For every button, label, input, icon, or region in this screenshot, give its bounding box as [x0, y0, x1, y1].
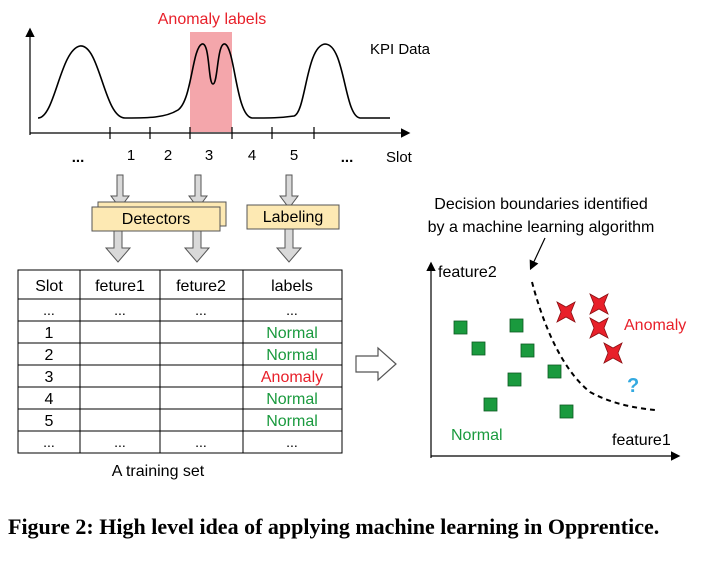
decision-boundary: [531, 281, 656, 411]
tick-label: ...: [341, 149, 354, 166]
labeling-box: Labeling: [246, 204, 340, 230]
tick-label: 3: [205, 147, 213, 164]
down-arrow: [104, 230, 132, 263]
tick-label: 1: [127, 147, 135, 164]
tick-label: 4: [248, 147, 256, 164]
down-arrow: [183, 230, 211, 263]
slot-axis-label: Slot: [386, 149, 413, 166]
anomaly-point: [589, 293, 609, 315]
lower-arrows: [104, 228, 303, 263]
anomaly-labels-title: Anomaly labels: [158, 11, 267, 28]
kpi-ticks: [109, 127, 315, 139]
boundary-note-line1: Decision boundaries identified: [434, 196, 647, 213]
normal-points: [453, 318, 574, 419]
boundary-note-line2: by a machine learning algorithm: [428, 219, 655, 236]
detectors-label: Detectors: [122, 211, 190, 228]
table-cell-label: Normal: [266, 347, 318, 364]
table-cell-label: Normal: [266, 391, 318, 408]
table-header-slot: Slot: [35, 278, 63, 295]
normal-point: [453, 320, 468, 335]
table-header-labels: labels: [271, 278, 313, 295]
kpi-data-label: KPI Data: [370, 41, 431, 58]
table-cell: 1: [45, 325, 54, 342]
figure-canvas: Anomaly labels KPI Data ... 1 2 3 4 5 ..…: [17, 11, 686, 480]
table-cell: ...: [114, 302, 126, 318]
kpi-chart: Anomaly labels KPI Data ... 1 2 3 4 5 ..…: [25, 11, 431, 166]
down-arrow: [275, 228, 303, 263]
right-arrow: [355, 346, 397, 382]
training-set-caption: A training set: [112, 463, 205, 480]
table-cell-label: Normal: [266, 325, 318, 342]
anomaly-point: [589, 317, 609, 339]
tick-label: ...: [72, 149, 85, 166]
table-cell: ...: [195, 434, 207, 450]
tick-label: 2: [164, 147, 172, 164]
normal-point: [483, 397, 498, 412]
normal-point: [471, 341, 486, 356]
table-cell: 3: [45, 369, 54, 386]
scatter-plot: Decision boundaries identified by a mach…: [426, 196, 686, 461]
table-cell: ...: [286, 302, 298, 318]
table-cell: ...: [286, 434, 298, 450]
anomaly-points: [556, 293, 623, 364]
table-cell: ...: [43, 434, 55, 450]
kpi-curve: [37, 43, 390, 119]
table-header-feture2: feture2: [176, 278, 226, 295]
detectors-box: Detectors: [91, 201, 227, 232]
feature2-label: feature2: [438, 264, 497, 281]
unknown-point: ?: [627, 375, 639, 397]
normal-point: [509, 318, 524, 333]
figure-caption: Figure 2: High level idea of applying ma…: [8, 514, 660, 539]
note-pointer: [529, 237, 546, 271]
normal-point: [507, 372, 522, 387]
table-cell-label: Normal: [266, 413, 318, 430]
table-cell: 2: [45, 347, 54, 364]
normal-group-label: Normal: [451, 427, 503, 444]
table-cell: ...: [195, 302, 207, 318]
anomaly-group-label: Anomaly: [624, 317, 686, 334]
normal-point: [547, 364, 562, 379]
table-cell: ...: [43, 302, 55, 318]
table-cell: ...: [114, 434, 126, 450]
labeling-label: Labeling: [263, 209, 324, 226]
down-arrow: [279, 174, 299, 209]
training-set-table: Slot feture1 feture2 labels ... ... ... …: [17, 269, 343, 454]
normal-point: [520, 343, 535, 358]
anomaly-point: [556, 301, 576, 323]
table-cell: 4: [45, 391, 54, 408]
anomaly-point: [603, 342, 623, 364]
table-header-feture1: feture1: [95, 278, 145, 295]
table-cell-label: Anomaly: [261, 369, 323, 386]
tick-label: 5: [290, 147, 298, 164]
feature1-label: feature1: [612, 432, 671, 449]
normal-point: [559, 404, 574, 419]
table-cell: 5: [45, 413, 54, 430]
